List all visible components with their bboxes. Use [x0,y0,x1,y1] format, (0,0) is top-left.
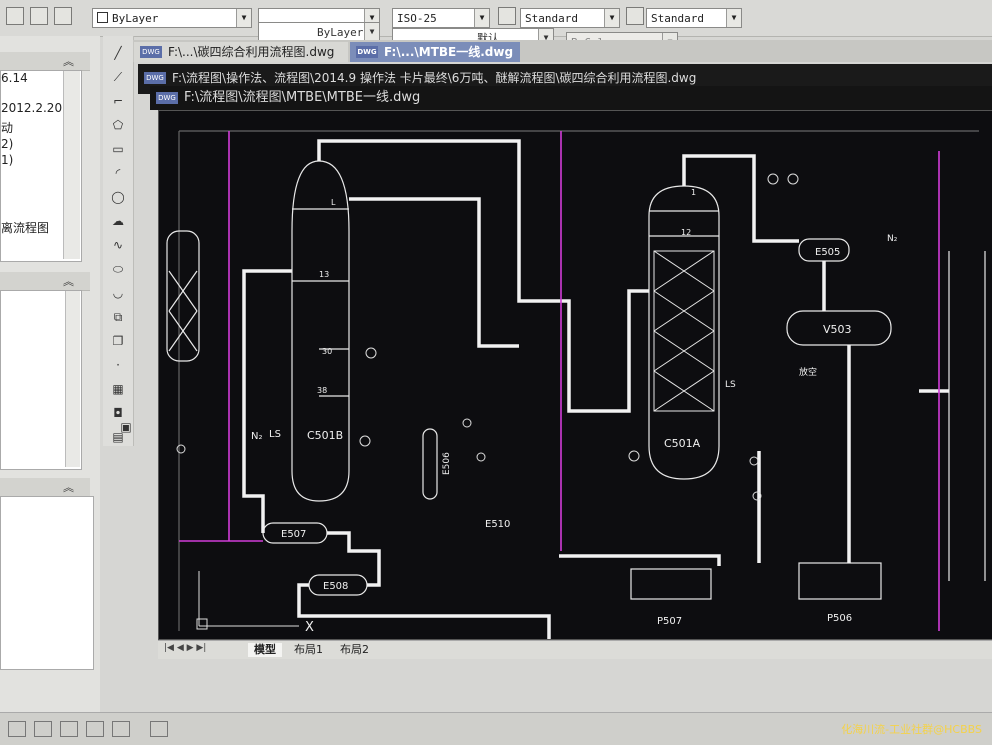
palette-line[interactable]: 2) [1,137,14,151]
label-tray-12: 12 [681,228,691,237]
palette-line[interactable]: 动 [1,121,14,135]
status-bar: 化海川流-工业社群@HCBBS [0,712,992,745]
linetype-combo[interactable]: ByLayer ▼ [258,22,380,42]
draw-toolbar: ╱ ⟋ ⌐ ⬠ ▭ ◜ ◯ ☁ ∿ ⬭ ◡ ⧉ ❐ · ▦ ◘ ▤ [103,36,134,446]
layer-state-icon[interactable] [30,7,48,25]
label-vent: 放空 [799,366,817,378]
palette-panel-1: 6.14 2012.2.20 动 2) 1) 离流程图 [0,70,82,262]
ellipse-arc-icon[interactable]: ◡ [112,286,124,300]
layer-manager-icon[interactable] [6,7,24,25]
label-c501b: C501B [307,429,343,442]
drawing-canvas[interactable]: C501B C501A E506 E505 V503 E507 E508 E51… [158,110,992,641]
layer-previous-icon[interactable] [54,7,72,25]
table-icon[interactable]: ▤ [112,430,124,444]
palette-line[interactable]: 2012.2.20 [1,101,63,115]
palette-header-3[interactable]: ︽ [0,478,90,497]
label-e510: E510 [485,519,510,530]
palette-scrollbar[interactable] [65,291,80,467]
otrack-icon[interactable] [150,721,168,737]
label-e508: E508 [323,581,348,592]
polyline-icon[interactable]: ⌐ [112,94,124,108]
palette-scrollbar[interactable] [63,71,80,259]
dwg-file-icon: DWG [144,72,166,84]
layout-tab-bar: |◀ ◀ ▶ ▶| 模型 布局1 布局2 [158,640,992,659]
spline-icon[interactable]: ∿ [112,238,124,252]
nav-arrows-icon[interactable]: |◀ ◀ ▶ ▶| [164,643,207,653]
palette-header-1[interactable]: ︽ [0,52,90,71]
layer-combo-swatch-icon [97,12,108,23]
label-tray-38: 38 [317,386,327,395]
table-style-icon[interactable] [498,7,516,25]
palette-panel-2 [0,290,82,470]
grid-icon[interactable] [34,721,52,737]
line-icon[interactable]: ╱ [114,46,122,60]
label-e505: E505 [815,247,840,258]
label-p507: P507 [657,616,682,627]
polar-icon[interactable] [86,721,104,737]
chevron-down-icon[interactable]: ▼ [474,9,489,27]
snap-icon[interactable] [8,721,26,737]
polygon-icon[interactable]: ⬠ [112,118,124,132]
rectangle-icon[interactable]: ▭ [112,142,124,156]
watermark: 化海川流-工业社群@HCBBS [841,723,982,736]
label-ls-left: LS [269,429,281,440]
collapse-icon[interactable]: ︽ [63,275,74,288]
chevron-down-icon[interactable]: ▼ [604,9,619,27]
label-v503: V503 [823,323,852,336]
label-ls-right: LS [725,380,736,390]
mtext-icon[interactable]: ▣ [120,420,132,434]
palette-panel-3 [0,496,94,670]
palette-line[interactable]: 1) [1,153,14,167]
dwg-file-icon: DWG [356,46,378,58]
point-icon[interactable]: · [116,358,120,372]
dwg-file-icon: DWG [140,46,162,58]
dimstyle-combo[interactable]: ISO-25 ▼ [392,8,490,28]
ellipse-icon[interactable]: ⬭ [112,262,124,276]
palette-line[interactable]: 6.14 [1,71,28,85]
hatch-icon[interactable]: ▦ [112,382,124,396]
label-tray-1: 1 [691,188,696,197]
construction-line-icon[interactable]: ⟋ [113,70,123,84]
label-tray-30: 30 [322,347,332,356]
layer-combo[interactable]: ByLayer ▼ [92,8,252,28]
table-style-combo[interactable]: Standard ▼ [520,8,620,28]
dwg-file-icon: DWG [156,92,178,104]
collapse-icon[interactable]: ︽ [63,55,74,68]
osnap-icon[interactable] [112,721,130,737]
chevron-down-icon[interactable]: ▼ [236,9,251,27]
label-e507: E507 [281,529,306,540]
tab-model[interactable]: 模型 [248,643,282,657]
label-axis-x: X [305,620,314,635]
chevron-down-icon[interactable]: ▼ [726,9,741,27]
multileader-style-combo[interactable]: Standard ▼ [646,8,742,28]
label-n2-right: N₂ [887,234,898,244]
label-p506: P506 [827,613,852,624]
collapse-icon[interactable]: ︽ [63,481,74,494]
label-level: L [331,198,336,207]
make-block-icon[interactable]: ❐ [112,334,124,348]
tab-layout1[interactable]: 布局1 [294,643,323,656]
process-flow-diagram: C501B C501A E506 E505 V503 E507 E508 E51… [166,130,986,641]
palette-line[interactable]: 离流程图 [1,221,50,235]
revcloud-icon[interactable]: ☁ [112,214,124,228]
label-tray-13: 13 [319,270,329,279]
circle-icon[interactable]: ◯ [111,190,125,204]
insert-block-icon[interactable]: ⧉ [113,310,123,324]
tab-layout2[interactable]: 布局2 [340,643,369,656]
region-icon[interactable]: ◘ [113,406,123,420]
label-e506: E506 [442,452,452,475]
palette-header-2[interactable]: ︽ [0,272,90,291]
label-c501a: C501A [664,437,701,450]
ortho-icon[interactable] [60,721,78,737]
label-n2-left: N₂ [251,431,263,442]
multileader-style-icon[interactable] [626,7,644,25]
chevron-down-icon[interactable]: ▼ [364,23,379,41]
arc-icon[interactable]: ◜ [115,166,121,180]
